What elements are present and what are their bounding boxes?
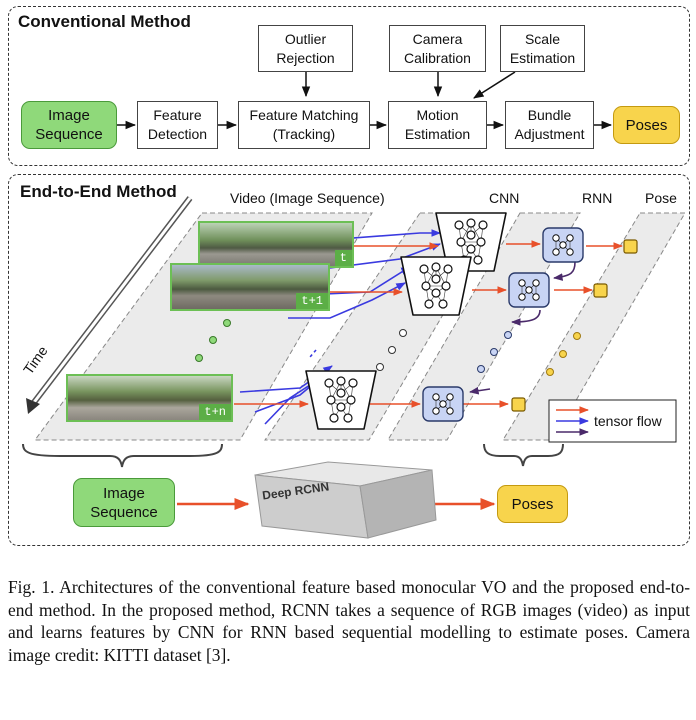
frame-tag-t1: t+1 — [296, 293, 328, 309]
end-to-end-diagram — [22, 196, 686, 539]
conv-bundle-adjustment: Bundle Adjustment — [505, 101, 594, 149]
frame-photo-t: t — [198, 221, 354, 268]
time-arrow — [26, 196, 193, 414]
e2e-image-sequence: Image Sequence — [73, 478, 175, 527]
figure-caption: Fig. 1. Architectures of the conventiona… — [8, 577, 690, 665]
rnn-layer — [387, 212, 581, 441]
deep-rcnn-block — [254, 461, 437, 539]
cnn-label: CNN — [489, 190, 520, 206]
end-to-end-panel — [8, 174, 690, 546]
conventional-method-panel — [8, 6, 690, 166]
end-to-end-title: End-to-End Method — [20, 182, 177, 201]
conventional-method-title: Conventional Method — [18, 12, 191, 31]
conv-outlier-rejection: Outlier Rejection — [258, 25, 353, 72]
conv-poses: Poses — [613, 106, 680, 144]
conv-feature-detection: Feature Detection — [137, 101, 218, 149]
conv-camera-calibration: Camera Calibration — [389, 25, 486, 72]
frame-tag-tn: t+n — [199, 404, 231, 420]
conventional-arrows — [117, 71, 613, 130]
video-label: Video (Image Sequence) — [230, 190, 385, 206]
e2e-poses: Poses — [497, 485, 568, 523]
conv-motion-estimation: Motion Estimation — [388, 101, 487, 149]
legend-label: tensor flow — [594, 413, 662, 429]
conv-scale-estimation: Scale Estimation — [500, 25, 585, 72]
conv-image-sequence: Image Sequence — [21, 101, 117, 149]
frame-tag-t: t — [334, 250, 352, 266]
frame-photo-tn: t+n — [66, 374, 233, 422]
pose-label: Pose — [645, 190, 677, 206]
frame-photo-t1: t+1 — [170, 263, 330, 311]
conv-feature-matching: Feature Matching (Tracking) — [238, 101, 370, 149]
rnn-label: RNN — [582, 190, 613, 206]
